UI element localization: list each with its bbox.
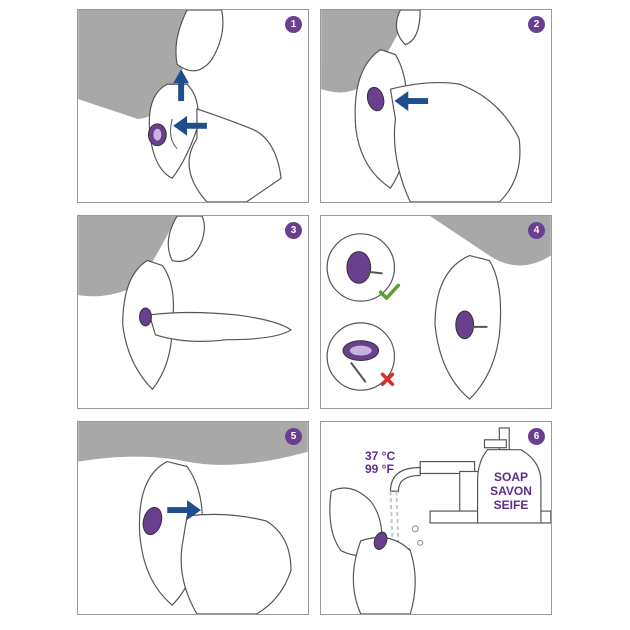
step-number-badge: 4: [528, 222, 545, 239]
water-temperature: 37 °C 99 °F: [365, 450, 395, 476]
step-2-illustration: [321, 10, 521, 202]
step-number-badge: 5: [285, 428, 302, 445]
step-1-illustration: [78, 10, 282, 202]
step-5-panel: 5: [77, 421, 309, 615]
arrow-up-icon: [173, 69, 190, 102]
soap-label-de: SEIFE: [493, 498, 529, 512]
step-2-panel: 2: [320, 9, 552, 203]
cross-icon: [380, 372, 395, 386]
step-6-panel: 37 °C 99 °F SOAP SAVON SEIFE 6: [320, 421, 552, 615]
arrow-left-icon: [394, 91, 429, 111]
step-1-panel: 1: [77, 9, 309, 203]
step-6-illustration: [329, 427, 551, 614]
step-4-panel: 4: [320, 215, 552, 409]
soap-bottle: [476, 427, 542, 524]
soap-label-fr: SAVON: [490, 484, 532, 498]
check-icon: [378, 283, 401, 300]
step-number-badge: 1: [285, 16, 302, 33]
step-3-illustration: [78, 216, 293, 391]
soap-label-en: SOAP: [493, 470, 528, 484]
temperature-fahrenheit: 99 °F: [365, 462, 394, 476]
step-5-illustration: [78, 422, 308, 614]
step-number-badge: 3: [285, 222, 302, 239]
step-number-badge: 2: [528, 16, 545, 33]
arrow-left-icon: [173, 115, 207, 136]
step-number-badge: 6: [528, 428, 545, 445]
temperature-celsius: 37 °C: [365, 449, 396, 463]
step-4-illustration: [326, 216, 551, 400]
step-3-panel: 3: [77, 215, 309, 409]
arrow-right-icon: [167, 500, 201, 520]
soap-label: SOAP SAVON SEIFE: [481, 470, 541, 512]
